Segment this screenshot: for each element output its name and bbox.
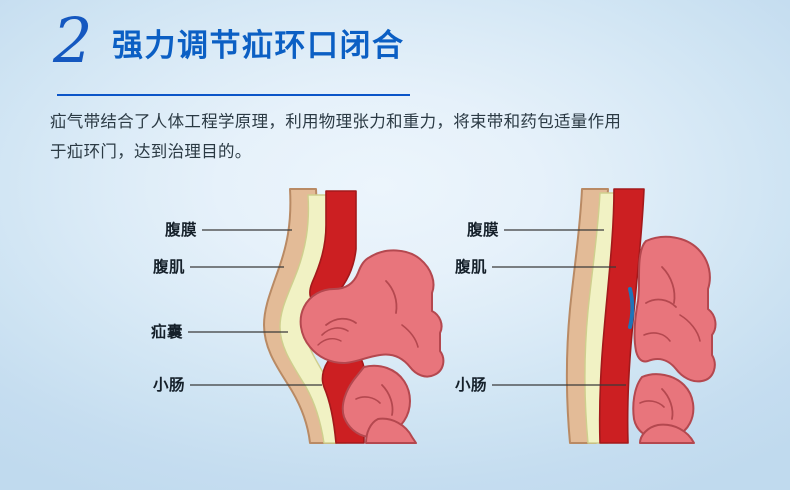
label-abdominal-muscle: 腹肌 xyxy=(454,258,487,276)
label-small-intestine: 小肠 xyxy=(152,376,185,394)
label-peritoneum: 腹膜 xyxy=(164,221,197,239)
title-divider xyxy=(57,94,410,96)
intro-line-1: 疝气带结合了人体工程学原理，利用物理张力和重力，将束带和药包适量作用 xyxy=(50,112,622,131)
label-abdominal-muscle: 腹肌 xyxy=(152,258,185,276)
closed-ring-marker xyxy=(628,287,635,329)
page-title: 强力调节疝环口闭合 xyxy=(112,28,405,64)
label-hernia-sac: 疝囊 xyxy=(150,323,183,341)
section-number: 2 xyxy=(53,4,93,77)
figure-area: 腹膜 腹肌 疝囊 小肠 xyxy=(0,185,790,445)
section-header: 2 强力调节疝环口闭合 xyxy=(0,0,790,100)
intro-line-2: 于疝环门，达到治理目的。 xyxy=(50,142,252,161)
hernia-closed-diagram: 腹膜 腹肌 小肠 xyxy=(430,185,760,445)
label-peritoneum: 腹膜 xyxy=(466,221,499,239)
label-small-intestine: 小肠 xyxy=(454,376,487,394)
intro-paragraph: 疝气带结合了人体工程学原理，利用物理张力和重力，将束带和药包适量作用 于疝环门，… xyxy=(50,107,710,167)
hernia-protruding-illustration xyxy=(188,188,445,444)
hernia-protruding-diagram: 腹膜 腹肌 疝囊 小肠 xyxy=(140,185,470,445)
hernia-closed-illustration xyxy=(492,188,717,444)
